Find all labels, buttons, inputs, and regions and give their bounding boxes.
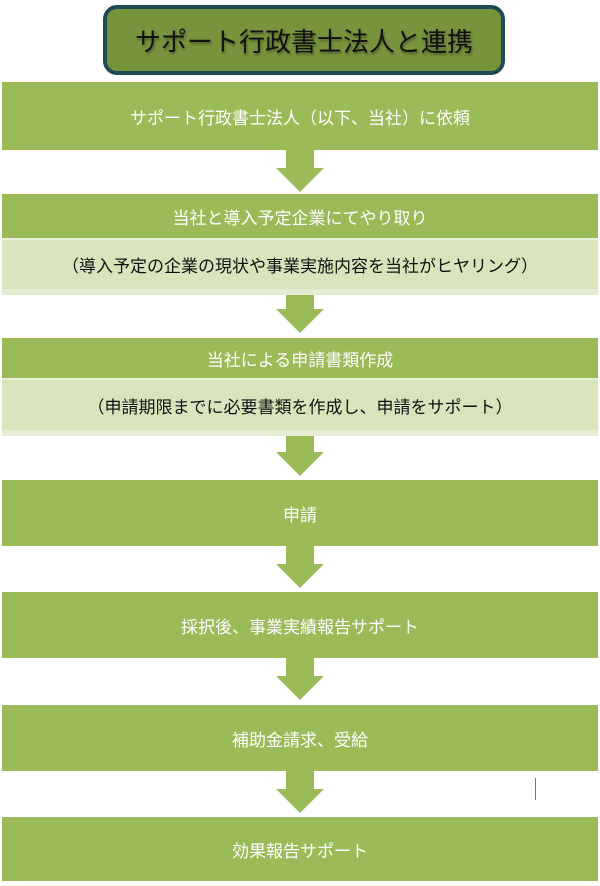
arrow-down-icon xyxy=(276,546,324,588)
step-7: 効果報告サポート xyxy=(2,817,598,881)
arrow-down-icon xyxy=(276,436,324,476)
divider xyxy=(535,778,536,800)
arrow-down-icon xyxy=(276,150,324,192)
step-1: サポート行政書士法人（以下、当社）に依頼 xyxy=(2,82,598,150)
step-6: 補助金請求、受給 xyxy=(2,705,598,771)
arrow-down-icon xyxy=(276,771,324,813)
step-5: 採択後、事業実績報告サポート xyxy=(2,592,598,658)
step-2-note: （導入予定の企業の現状や事業実施内容を当社がヒヤリング） xyxy=(2,238,598,295)
step-2: 当社と導入予定企業にてやり取り xyxy=(2,194,598,238)
flow-title: サポート行政書士法人と連携 xyxy=(103,5,505,75)
arrow-down-icon xyxy=(276,658,324,700)
step-3: 当社による申請書類作成 xyxy=(2,338,598,378)
step-3-note: （申請期限までに必要書類を作成し、申請をサポート） xyxy=(2,378,598,436)
step-4: 申請 xyxy=(2,480,598,546)
arrow-down-icon xyxy=(276,295,324,333)
